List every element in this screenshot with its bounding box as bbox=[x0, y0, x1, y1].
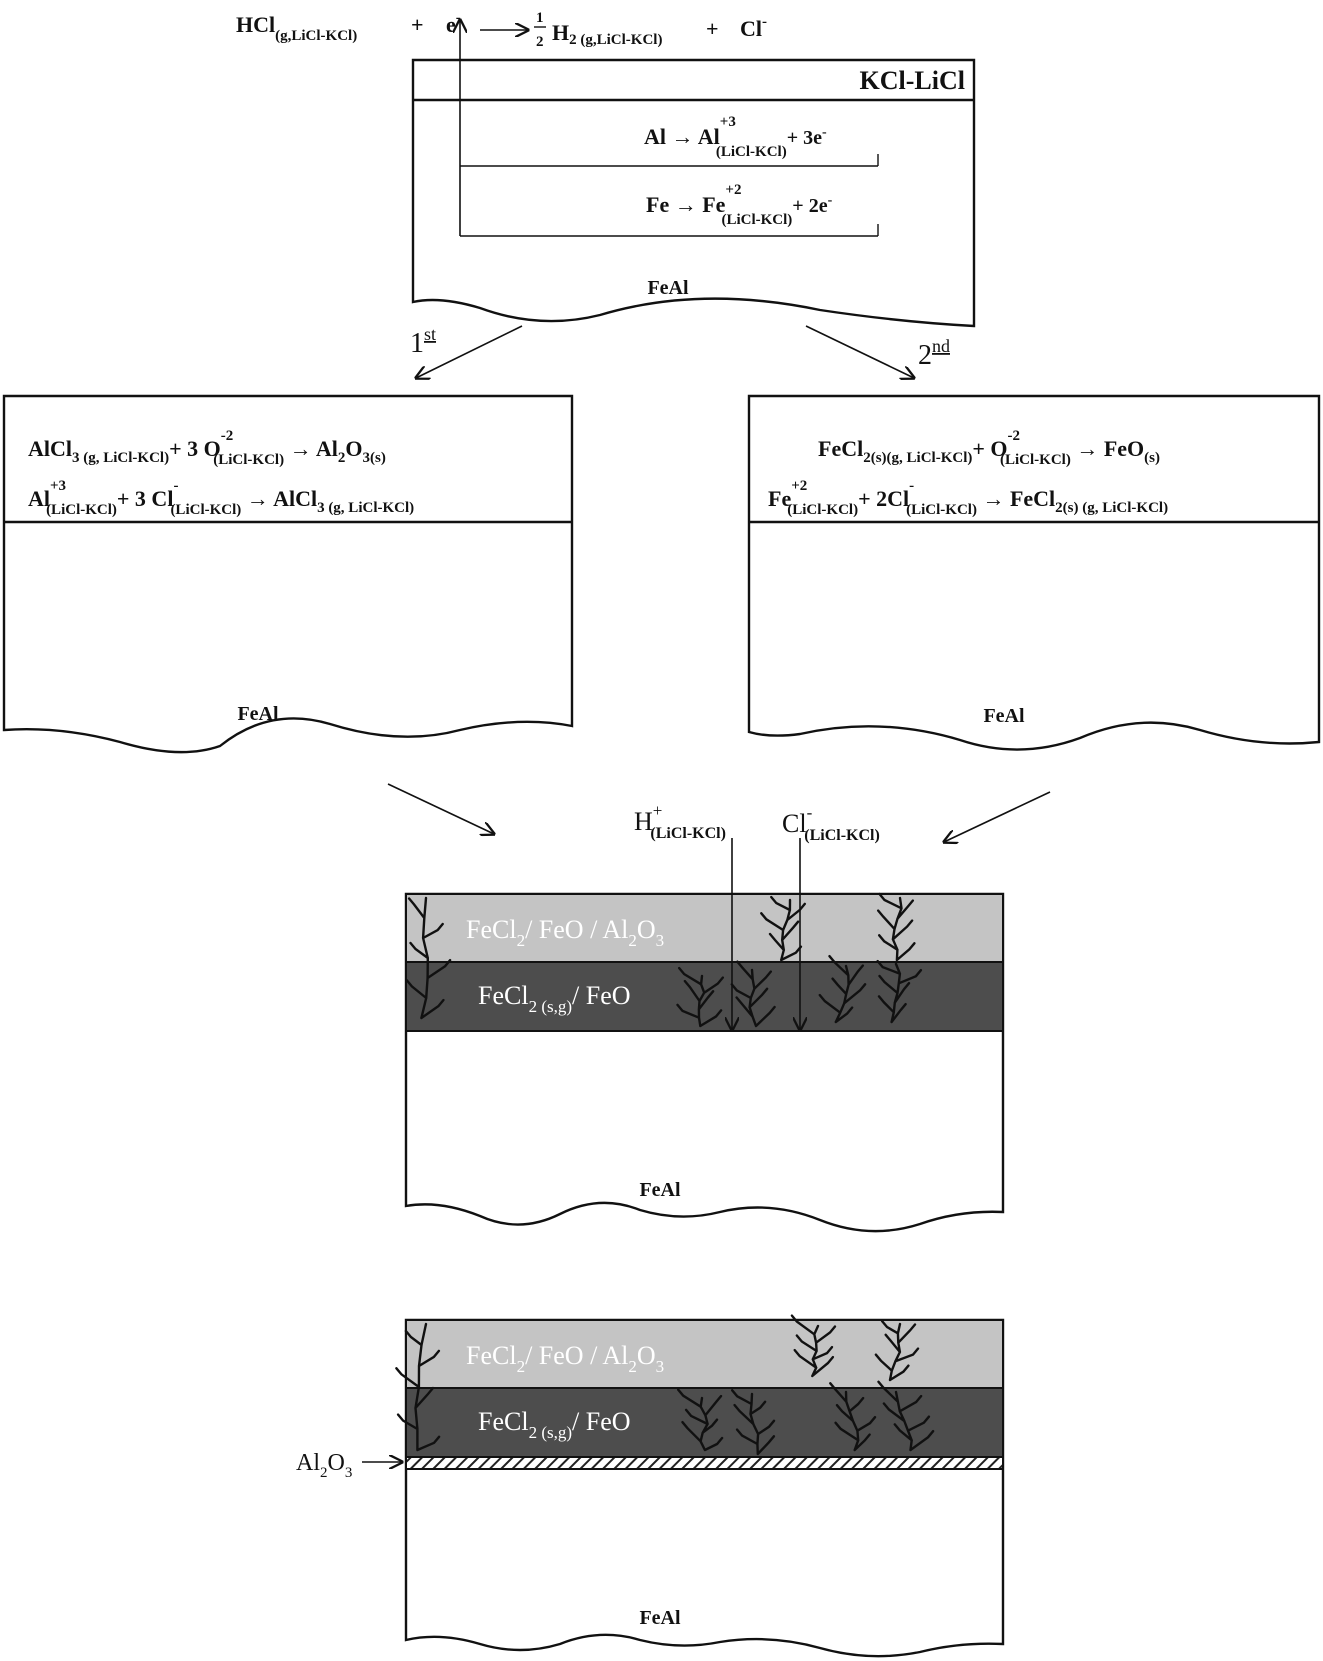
half-denominator: 2 bbox=[536, 34, 544, 50]
dendrite bbox=[829, 1382, 877, 1452]
al-oxidation-equation: Al → Al+3(LiCl-KCl)+ 3e- bbox=[644, 114, 827, 160]
dendrite bbox=[405, 896, 452, 1020]
svg-text:e-: e- bbox=[446, 10, 461, 37]
substrate-label: FeAl bbox=[237, 703, 279, 725]
dendrite bbox=[818, 955, 867, 1024]
svg-text:HCl(g,LiCl-KCl): HCl(g,LiCl-KCl) bbox=[236, 12, 357, 44]
alcl3-oxidation-equation: AlCl3 (g, LiCl-KCl)+ 3 O-2(LiCl-KCl) → A… bbox=[28, 428, 386, 468]
chloride-label: Cl bbox=[740, 16, 762, 41]
dendrite bbox=[395, 1322, 441, 1452]
dendrite bbox=[874, 1319, 920, 1382]
inner-layer-label: FeCl2 (s,g)/ FeO bbox=[478, 1407, 631, 1442]
h2-formula: H bbox=[552, 20, 569, 45]
panel-right: FeCl2(s)(g, LiCl-KCl)+ O-2(LiCl-KCl) → F… bbox=[747, 394, 1321, 751]
alcl3-formation-equation: Al+3(LiCl-KCl)+ 3 Cl-(LiCl-KCl) → AlCl3 … bbox=[28, 478, 414, 518]
panel-bottom: FeCl2/ FeO / Al2O3 FeCl2 (s,g)/ FeO Al2O… bbox=[296, 1314, 1005, 1658]
panel-top: KCl-LiCl Al → Al+3(LiCl-KCl)+ 3e- Fe → F… bbox=[411, 20, 976, 328]
panel-middle: FeCl2/ FeO / Al2O3 FeCl2 (s,g)/ FeO FeAl bbox=[404, 838, 1005, 1233]
dendrite bbox=[760, 895, 806, 962]
half-numerator: 1 bbox=[536, 10, 544, 26]
step-second-label: 2nd bbox=[918, 336, 950, 371]
converging-arrows bbox=[387, 783, 1051, 842]
substrate-label: FeAl bbox=[647, 277, 689, 299]
outer-layer-label: FeCl2/ FeO / Al2O3 bbox=[466, 915, 664, 950]
fecl2-formation-equation: Fe+2(LiCl-KCl)+ 2Cl-(LiCl-KCl) → FeCl2(s… bbox=[768, 478, 1168, 518]
dendrite bbox=[731, 1389, 776, 1456]
step-arrows: 1st 2nd bbox=[410, 324, 950, 378]
dendrite bbox=[877, 892, 916, 962]
dendrite-growths bbox=[405, 892, 923, 1028]
svg-text:Cl-: Cl- bbox=[740, 14, 767, 41]
substrate-label: FeAl bbox=[639, 1607, 681, 1629]
chloride-ion-label: Cl-(LiCl-KCl) bbox=[782, 803, 880, 844]
dendrite bbox=[730, 960, 776, 1028]
proton-label: H+(LiCl-KCl) bbox=[634, 801, 726, 842]
hcl-formula: HCl bbox=[236, 12, 275, 37]
alumina-label: Al2O3 bbox=[296, 1450, 352, 1481]
plus-sign-2: + bbox=[706, 16, 719, 41]
salt-label: KCl-LiCl bbox=[860, 66, 965, 95]
alumina-layer bbox=[405, 1456, 1004, 1470]
dendrite bbox=[677, 1388, 724, 1452]
outer-layer-label: FeCl2/ FeO / Al2O3 bbox=[466, 1341, 664, 1376]
dendrite-growths bbox=[395, 1314, 935, 1456]
dendrite bbox=[877, 1380, 935, 1452]
dendrite bbox=[790, 1314, 837, 1378]
svg-text:H2 (g,LiCl-KCl): H2 (g,LiCl-KCl) bbox=[552, 20, 662, 48]
inner-layer-label: FeCl2 (s,g)/ FeO bbox=[478, 981, 631, 1016]
substrate-label: FeAl bbox=[983, 705, 1025, 727]
dendrite bbox=[676, 966, 724, 1028]
panel-left: AlCl3 (g, LiCl-KCl)+ 3 O-2(LiCl-KCl) → A… bbox=[2, 394, 574, 754]
plus-sign: + bbox=[411, 12, 424, 37]
electron-label: e bbox=[446, 12, 456, 37]
fecl2-oxidation-equation: FeCl2(s)(g, LiCl-KCl)+ O-2(LiCl-KCl) → F… bbox=[818, 428, 1160, 468]
substrate-label: FeAl bbox=[639, 1179, 681, 1201]
step-first-label: 1st bbox=[410, 324, 436, 359]
top-equation: HCl(g,LiCl-KCl) + e- 1 2 H2 (g,LiCl-KCl)… bbox=[236, 10, 767, 50]
dendrite bbox=[876, 959, 923, 1024]
fe-oxidation-equation: Fe → Fe+2(LiCl-KCl)+ 2e- bbox=[646, 182, 833, 228]
ion-labels: H+(LiCl-KCl) Cl-(LiCl-KCl) bbox=[634, 801, 880, 844]
